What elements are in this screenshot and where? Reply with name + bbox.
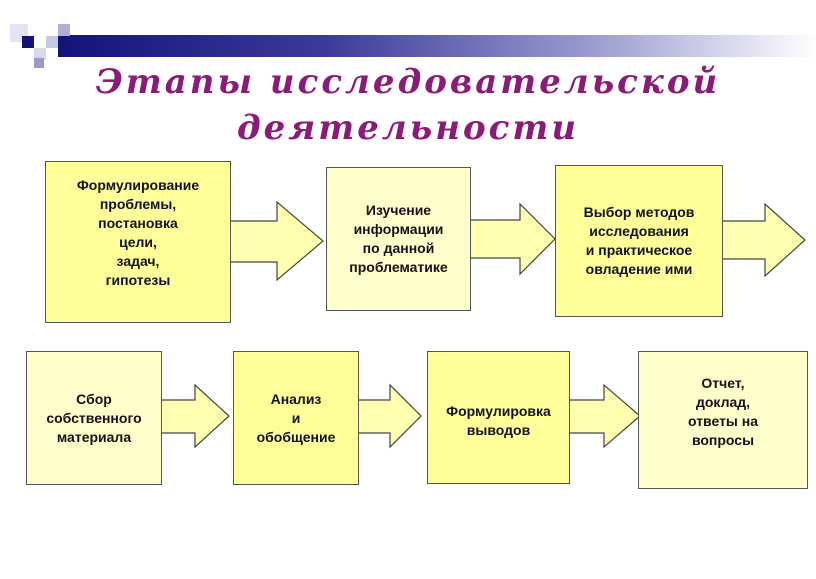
arrow-2-to-3 bbox=[469, 202, 556, 276]
title-line-2: деятельности bbox=[236, 108, 580, 148]
arrow-1-to-2 bbox=[229, 200, 324, 282]
arrow-4-to-5 bbox=[160, 383, 230, 449]
stage-material-collection: Сбор собственного материала bbox=[26, 351, 162, 485]
stage-methods-selection: Выбор методов исследования и практическо… bbox=[555, 165, 723, 317]
arrow-3-out bbox=[721, 202, 806, 278]
header-bar bbox=[58, 35, 816, 57]
stage-analysis: Анализ и обобщение bbox=[233, 351, 359, 485]
arrow-5-to-6 bbox=[357, 383, 422, 449]
stage-problem-formulation: Формулирование проблемы, постановка цели… bbox=[45, 161, 231, 323]
stage-report: Отчет, доклад, ответы на вопросы bbox=[638, 351, 808, 489]
stage-label: Выбор методов исследования и практическо… bbox=[583, 204, 695, 277]
stage-label: Формулирование проблемы, постановка цели… bbox=[76, 177, 200, 288]
stage-conclusions: Формулировка выводов bbox=[427, 351, 570, 484]
arrow-6-to-7 bbox=[568, 383, 641, 449]
stage-label: Изучение информации по данной проблемати… bbox=[349, 202, 448, 275]
stage-label: Формулировка выводов bbox=[446, 403, 551, 438]
stage-label: Сбор собственного материала bbox=[46, 390, 142, 445]
title-line-1: Этапы исследовательской bbox=[95, 62, 721, 102]
stage-label: Анализ и обобщение bbox=[256, 391, 336, 445]
stage-information-study: Изучение информации по данной проблемати… bbox=[326, 167, 471, 311]
stage-label: Отчет, доклад, ответы на вопросы bbox=[687, 375, 759, 448]
